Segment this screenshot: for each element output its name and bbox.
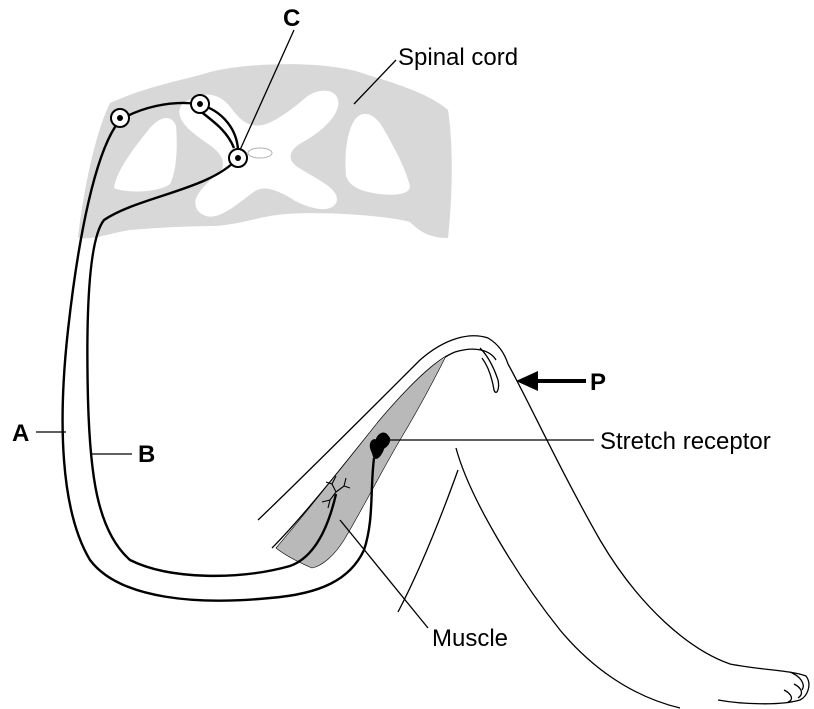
- spinal-cord-section: [78, 64, 452, 238]
- label-a: A: [12, 420, 29, 447]
- thigh-back-line: [398, 470, 458, 612]
- toes-line: [784, 672, 803, 702]
- label-p: P: [590, 369, 606, 396]
- label-b: B: [138, 441, 155, 468]
- p-arrowhead: [516, 371, 538, 391]
- p-arrow: [516, 371, 586, 391]
- shin-front-line: [508, 364, 809, 704]
- kneecap-line: [480, 348, 499, 392]
- label-stretch-receptor: Stretch receptor: [600, 428, 771, 455]
- muscle-shape: [276, 356, 446, 568]
- label-muscle: Muscle: [432, 625, 508, 652]
- label-c: C: [283, 5, 300, 32]
- calf-back-line: [456, 448, 680, 708]
- central-canal: [248, 148, 272, 158]
- label-spinal-cord: Spinal cord: [398, 44, 518, 71]
- leader-muscle: [340, 520, 428, 628]
